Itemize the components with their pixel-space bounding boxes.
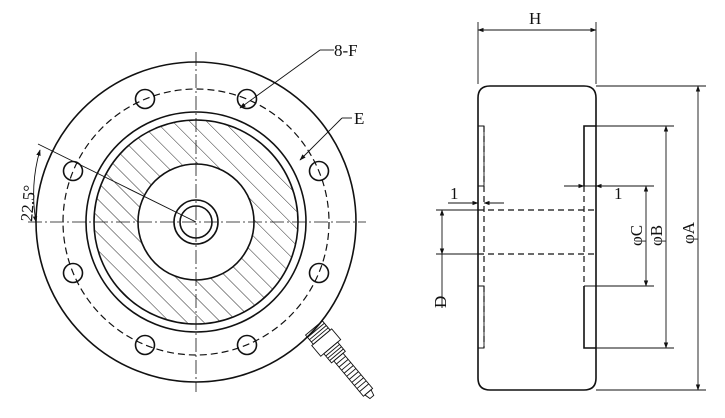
bolt-hole	[62, 262, 84, 284]
leader-pcd	[299, 117, 343, 161]
angle-arc	[32, 149, 41, 223]
bolt-circle	[62, 88, 330, 356]
left-recess-lower	[478, 285, 485, 349]
label-pcd: E	[354, 109, 364, 128]
label-dia-b: φB	[647, 225, 666, 246]
label-height: H	[529, 9, 541, 28]
side-view: H φA φB φC 1 1 D	[431, 9, 706, 391]
leader-bolt-holes	[239, 49, 321, 109]
bolt-hole	[134, 334, 156, 356]
label-gap-left: 1	[450, 184, 459, 203]
right-recess	[583, 125, 596, 349]
front-view: 8-F E 22.5°	[17, 41, 375, 400]
bolt-hole	[308, 262, 330, 284]
label-dia-a: φA	[679, 221, 698, 244]
label-gap-right: 1	[614, 184, 623, 203]
angle-ref-line	[37, 143, 197, 223]
label-angle: 22.5°	[17, 184, 39, 222]
label-bolt-holes: 8-F	[334, 41, 358, 60]
label-dia-c: φC	[627, 225, 646, 246]
bolt-hole	[134, 88, 156, 110]
cable-connector	[304, 320, 375, 400]
bolt-hole	[308, 160, 330, 182]
side-body-outline	[477, 85, 597, 391]
bolt-hole	[236, 88, 258, 110]
label-depth: D	[431, 296, 450, 308]
left-recess-upper	[478, 125, 485, 187]
bolt-hole	[236, 334, 258, 356]
